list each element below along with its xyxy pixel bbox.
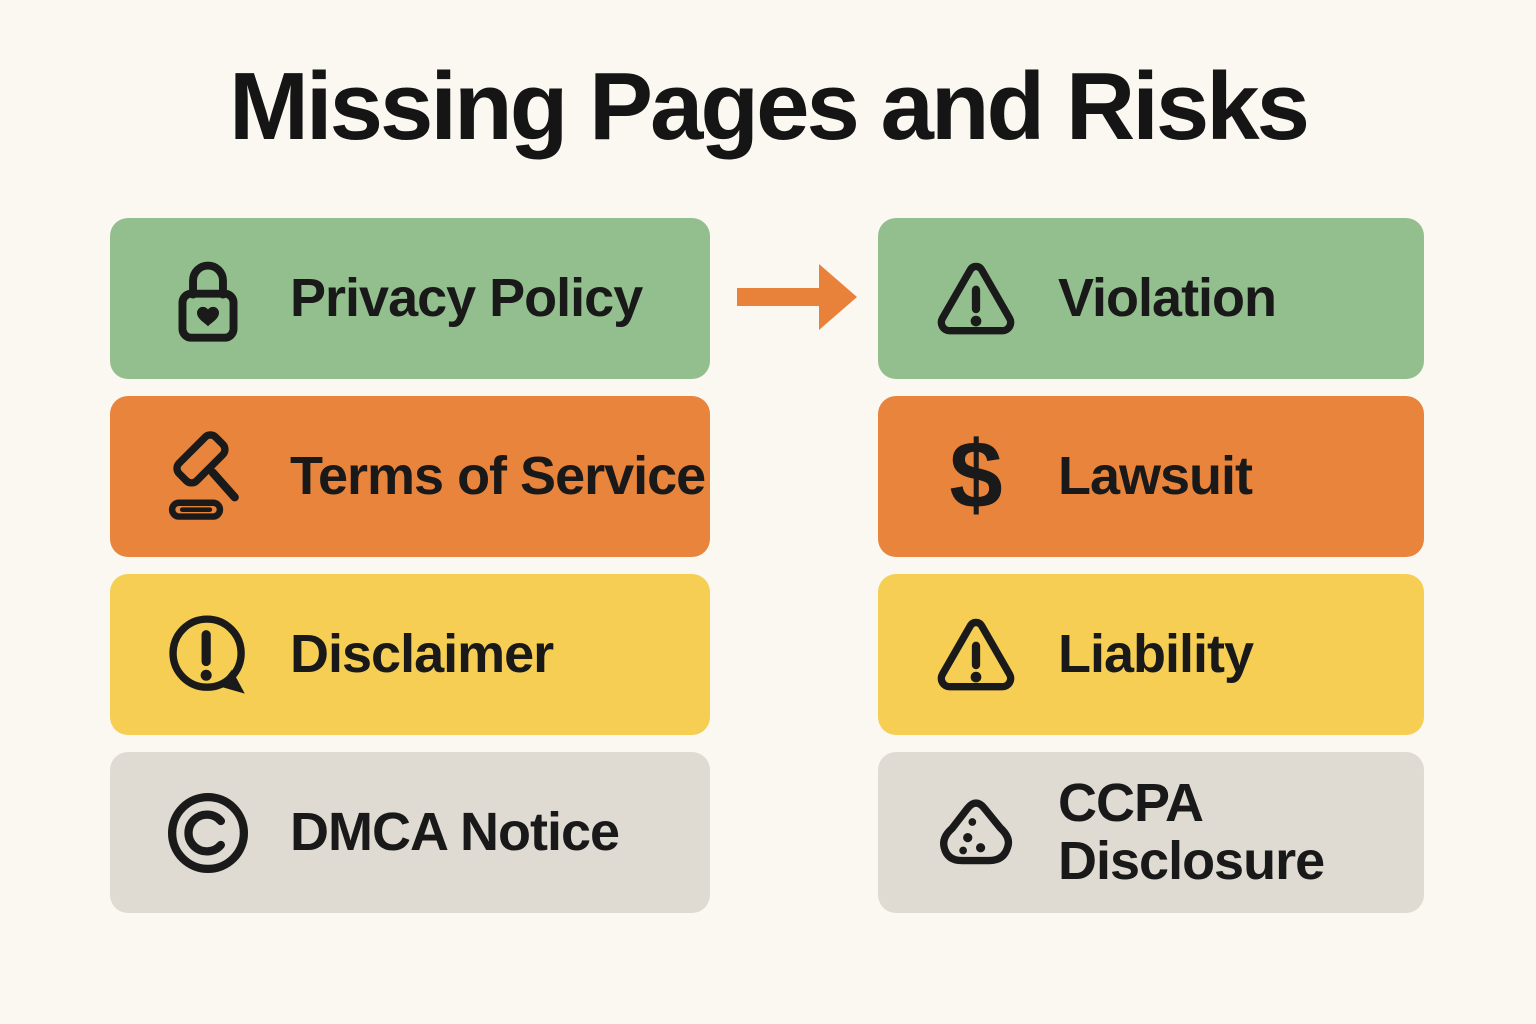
copyright-icon [162,773,254,893]
card-label: Lawsuit [1058,445,1253,506]
card-dmca-notice: DMCA Notice [110,752,710,913]
card-label: Disclaimer [290,623,554,684]
warning-triangle-icon [930,239,1022,359]
card-ccpa-disclosure: CCPA Disclosure [878,752,1424,913]
card-label: Privacy Policy [290,267,643,328]
card-label: Terms of Service [290,445,706,506]
card-terms-of-service: Terms of Service [110,396,710,557]
card-disclaimer: Disclaimer [110,574,710,735]
arrow-shape [737,264,857,330]
card-label: CCPA Disclosure [1058,773,1325,891]
warning-triangle-icon [930,595,1022,715]
page-title: Missing Pages and Risks [228,53,1310,160]
card-violation: Violation [878,218,1424,379]
card-label: Violation [1058,267,1277,328]
svg-text:$: $ [949,421,1002,528]
speech-bubble-exclamation-icon [162,595,254,715]
card-label: DMCA Notice [290,801,620,862]
card-label: Liability [1058,623,1254,684]
right-arrow-icon [737,263,859,331]
card-lawsuit: $ Lawsuit [878,396,1424,557]
card-privacy-policy: Privacy Policy [110,218,710,379]
lock-heart-icon [162,239,254,359]
dollar-sign-icon: $ [930,417,1022,537]
gavel-icon [162,417,254,537]
cookie-icon [930,773,1022,893]
card-liability: Liability [878,574,1424,735]
